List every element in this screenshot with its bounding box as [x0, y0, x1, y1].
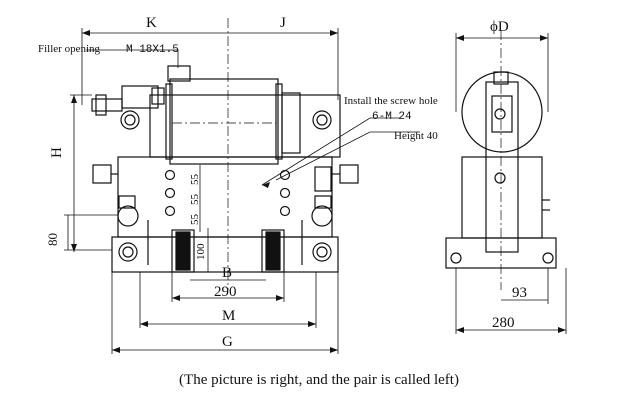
label-height: Height 40	[394, 130, 438, 142]
dimension-lines	[64, 28, 567, 354]
label-j: J	[280, 15, 286, 31]
side-view	[445, 30, 557, 290]
top-right-bolt	[312, 110, 332, 130]
label-100: 100	[195, 243, 207, 261]
upper-frame	[149, 94, 341, 158]
label-m: M	[222, 308, 236, 324]
label-filler-opening: Filler opening	[38, 43, 101, 55]
label-55-middle: 55	[189, 194, 201, 205]
label-280: 280	[492, 315, 515, 331]
right-brake-pad	[261, 229, 285, 273]
label-80: 80	[45, 233, 60, 246]
label-h: H	[49, 147, 65, 158]
label-b: B	[222, 265, 233, 281]
filler-head	[167, 65, 191, 82]
front-view	[91, 18, 359, 290]
label-290: 290	[214, 284, 237, 300]
base-left-bolt	[118, 242, 138, 262]
main-body	[117, 156, 333, 238]
label-phi-d: ϕD	[490, 19, 509, 35]
label-93: 93	[512, 285, 527, 301]
label-screw-spec: 6-M 24	[372, 111, 412, 123]
label-install-screw-hole: Install the screw hole	[344, 95, 438, 107]
base-right-bolt	[312, 242, 332, 262]
thruster-cylinder	[169, 78, 279, 165]
label-filler-thread: M 18X1.5	[126, 44, 179, 56]
label-g: G	[222, 334, 233, 350]
dimension-arrows	[71, 30, 566, 353]
left-brake-pad	[171, 229, 195, 273]
label-k: K	[146, 15, 157, 31]
label-55-bottom: 55	[189, 214, 201, 225]
top-left-bolt	[120, 110, 140, 130]
label-55-top: 55	[189, 174, 201, 185]
caption: (The picture is right, and the pair is c…	[179, 372, 459, 388]
